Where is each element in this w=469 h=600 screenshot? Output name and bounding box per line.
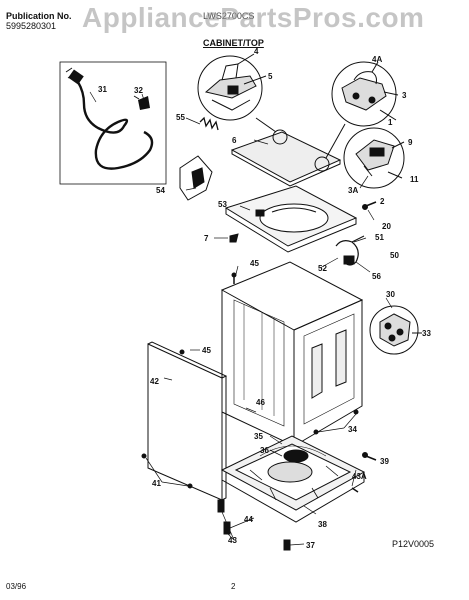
screw-39 [362, 452, 377, 461]
section-title: CABINET/TOP [203, 38, 264, 48]
part-label-35: 35 [254, 432, 263, 441]
part-label-51: 51 [375, 233, 384, 242]
footer-page-number: 2 [231, 582, 236, 591]
hinge-bracket [179, 155, 213, 201]
part-label-37: 37 [306, 541, 315, 550]
part-label-4a: 4A [372, 55, 383, 64]
footer-date: 03/96 [6, 582, 27, 591]
part-label-53: 53 [218, 200, 227, 209]
screw-7 [229, 233, 239, 243]
part-label-45-top: 45 [250, 259, 259, 268]
publication-number: 5995280301 [6, 21, 57, 31]
detail-circle-lid-switch [331, 61, 399, 127]
base [220, 435, 366, 523]
diagram-code: P12V0005 [392, 539, 435, 549]
part-label-5: 5 [268, 72, 273, 81]
part-label-36: 36 [260, 446, 269, 455]
part-label-2: 2 [380, 197, 385, 206]
part-label-32: 32 [134, 86, 143, 95]
part-label-39: 39 [380, 457, 389, 466]
lid [230, 117, 346, 187]
part-label-1: 1 [388, 118, 393, 127]
part-label-43a: 43A [352, 472, 367, 481]
detail-circle-switch [197, 53, 267, 121]
part-label-4: 4 [254, 47, 259, 56]
spring [199, 116, 219, 131]
screw-45-top [231, 272, 237, 284]
part-label-43: 43 [228, 536, 237, 545]
part-label-46: 46 [256, 398, 265, 407]
detail-circle-motor-bracket [369, 305, 422, 355]
part-label-33: 33 [422, 329, 431, 338]
part-label-11: 11 [410, 175, 419, 184]
part-label-55: 55 [176, 113, 185, 122]
watermark: AppliancePartsPros.com [82, 2, 425, 33]
publication-label: Publication No. [6, 11, 72, 21]
power-cord [65, 67, 154, 170]
part-label-31: 31 [98, 85, 107, 94]
part-label-7: 7 [204, 234, 209, 243]
part-label-54: 54 [156, 186, 165, 195]
part-label-50: 50 [390, 251, 399, 260]
part-label-34: 34 [348, 425, 357, 434]
top-panel [224, 185, 358, 253]
screw-20 [362, 201, 377, 210]
part-label-6: 6 [232, 136, 237, 145]
part-label-42: 42 [150, 377, 159, 386]
part-label-52: 52 [318, 264, 327, 273]
wire-harness [335, 235, 365, 266]
detail-circle-lid-lock [343, 127, 405, 189]
cabinet [220, 261, 364, 447]
part-label-9: 9 [408, 138, 413, 147]
part-label-20: 20 [382, 222, 391, 231]
leveling-feet [217, 487, 359, 551]
part-label-56: 56 [372, 272, 381, 281]
power-cord-frame [59, 61, 167, 185]
front-panel [147, 341, 228, 501]
part-label-3a: 3A [348, 186, 359, 195]
part-label-38: 38 [318, 520, 327, 529]
part-label-44: 44 [244, 515, 253, 524]
part-label-45: 45 [202, 346, 211, 355]
model-number: LWS2700CS [203, 11, 255, 21]
part-label-30: 30 [386, 290, 395, 299]
leader-lines [89, 91, 393, 546]
part-label-41: 41 [152, 479, 161, 488]
part-label-3: 3 [402, 91, 407, 100]
